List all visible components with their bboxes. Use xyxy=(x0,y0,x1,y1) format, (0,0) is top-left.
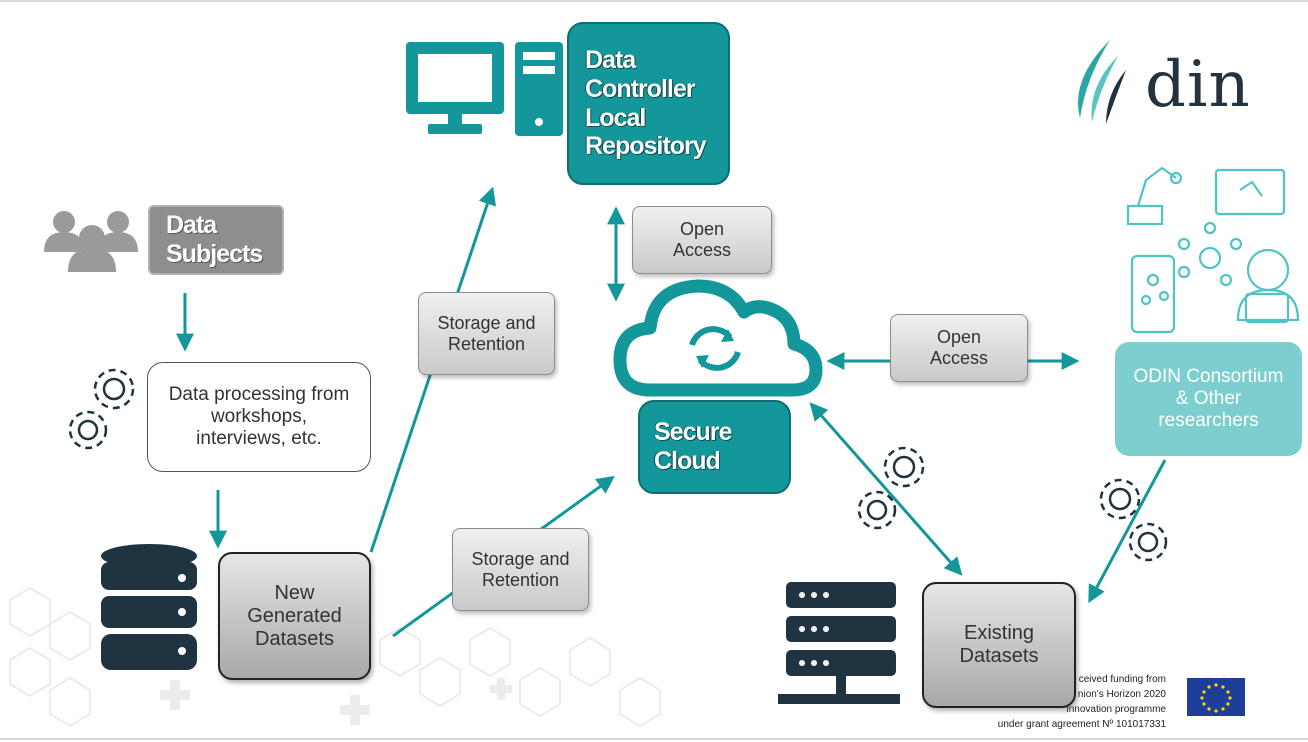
open-access-right-label: Open Access xyxy=(890,314,1028,382)
data-subjects-label: Data Subjects xyxy=(166,211,263,268)
funding-line-2: nion's Horizon 2020 xyxy=(1077,689,1166,700)
data-processing-label: Data processing from workshops, intervie… xyxy=(168,384,350,449)
data-controller-box: Data Controller Local Repository xyxy=(567,22,730,185)
existing-datasets-box: Existing Datasets xyxy=(922,582,1076,708)
data-processing-box: Data processing from workshops, intervie… xyxy=(147,362,371,472)
people-group-icon xyxy=(44,211,138,272)
researchers-icon xyxy=(1126,166,1300,334)
funding-line-3: innovation programme xyxy=(1066,704,1167,715)
funding-line-1: ceived funding from xyxy=(1078,674,1166,685)
gears-icon-right xyxy=(1099,478,1168,562)
odin-logo-text: din xyxy=(1145,48,1251,122)
existing-datasets-label: Existing Datasets xyxy=(959,622,1039,667)
hex-background-pattern xyxy=(9,587,661,727)
storage-retention-upper-text: Storage and Retention xyxy=(437,312,536,354)
funding-line-4: under grant agreement Nº 101017331 xyxy=(997,719,1166,730)
top-rule xyxy=(0,0,1308,2)
cloud-sync-icon xyxy=(613,279,823,397)
gears-icon-left xyxy=(68,368,135,450)
new-datasets-box: New Generated Datasets xyxy=(218,552,371,680)
consortium-label: ODIN Consortium & Other researchers xyxy=(1133,366,1284,431)
server-rack-icon xyxy=(778,582,900,704)
storage-retention-lower-text: Storage and Retention xyxy=(471,548,570,590)
arrow-cloud-existing xyxy=(809,402,963,576)
open-access-top-label: Open Access xyxy=(632,206,772,274)
funding-statement: ceived funding from nion's Horizon 2020 … xyxy=(998,672,1166,732)
open-access-right-text: Open Access xyxy=(929,327,989,368)
secure-cloud-box: Secure Cloud xyxy=(638,400,791,494)
data-subjects-box: Data Subjects xyxy=(148,205,284,275)
bottom-rule xyxy=(0,738,1308,740)
new-datasets-label: New Generated Datasets xyxy=(247,581,342,650)
data-controller-label: Data Controller Local Repository xyxy=(585,46,707,161)
arrow-consortium-to-existing xyxy=(1088,459,1167,604)
gears-icon-middle xyxy=(857,446,925,530)
desktop-computer-icon xyxy=(406,42,563,136)
storage-retention-upper-label: Storage and Retention xyxy=(418,292,555,375)
plus-decorations xyxy=(160,678,512,725)
storage-retention-lower-label: Storage and Retention xyxy=(452,528,589,611)
consortium-box: ODIN Consortium & Other researchers xyxy=(1115,342,1302,456)
open-access-top-text: Open Access xyxy=(672,219,732,260)
secure-cloud-label: Secure Cloud xyxy=(654,418,732,475)
database-icon xyxy=(101,544,197,670)
